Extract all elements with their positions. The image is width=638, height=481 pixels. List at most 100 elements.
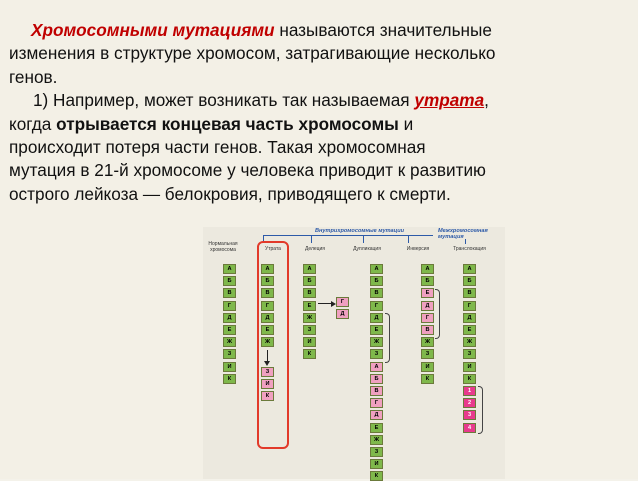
header-intrachromosomal: Внутрихромосомные мутации	[315, 228, 405, 234]
chromosome-segment: В	[223, 288, 236, 299]
chromosome-segment: 4	[463, 422, 476, 433]
chromosome-segment: В	[421, 325, 434, 335]
chromosome-segment: З	[303, 325, 316, 335]
label-duplication: Дупликация	[353, 246, 381, 252]
chromosome-segment: К	[303, 349, 316, 360]
term-loss: утрата	[414, 90, 485, 111]
chromosome-segment: Е	[261, 325, 274, 335]
chromosome-segment: Г	[463, 300, 476, 311]
chromosome-segment: К	[421, 373, 434, 384]
bracket-tick	[408, 235, 409, 243]
chromosome-segment: Д	[261, 312, 274, 323]
chromosome-segment: Б	[223, 276, 236, 287]
text-span: когда	[9, 113, 57, 134]
brace-translocation	[478, 386, 483, 434]
paragraph-definition-line2: изменения в структуре хромосом, затрагив…	[9, 43, 496, 64]
chromosome-segment: Ж	[303, 312, 316, 323]
chromosome-segment: Г	[421, 312, 434, 323]
arrow-right	[318, 303, 334, 304]
chromosome-segment: И	[261, 379, 274, 390]
text-span: называются значительные	[274, 20, 492, 40]
chromosome-segment: З	[223, 349, 236, 360]
bracket-line	[263, 235, 433, 236]
chromosome-segment: Ж	[261, 337, 274, 348]
brace-inversion	[435, 289, 440, 339]
chromosome-segment: Ж	[463, 337, 476, 348]
bracket-tick	[311, 235, 312, 243]
chromosome-segment: В	[463, 288, 476, 299]
chromosome-segment: К	[370, 471, 383, 481]
text-span: и	[398, 113, 414, 134]
chromosome-segment: Ж	[370, 434, 383, 445]
chromosome-segment: Ж	[421, 337, 434, 348]
chromosome-segment: 2	[463, 398, 476, 409]
chromosome-segment: Б	[421, 276, 434, 287]
bracket-tick	[465, 239, 466, 244]
chromosome-segment: В	[303, 288, 316, 299]
label-loss: Утрата	[265, 246, 281, 252]
label-deletion: Делеция	[304, 246, 326, 252]
chromosome-segment: З	[370, 447, 383, 457]
paragraph-definition-line3: генов.	[9, 66, 58, 87]
chromosome-segment: Е	[303, 300, 316, 311]
chromosome-segment: Е	[223, 325, 236, 335]
chromosome-segment: И	[463, 361, 476, 372]
arrow-head	[264, 361, 270, 366]
chromosome-segment: 3	[463, 410, 476, 421]
chromosome-segment: Б	[463, 276, 476, 287]
chromosome-segment: А	[223, 264, 236, 274]
term-chromosomal-mutations: Хромосомными мутациями	[31, 20, 275, 40]
chromosome-segment: Г	[370, 300, 383, 311]
chromosome-segment: Ж	[370, 337, 383, 348]
chromosome-segment: Г	[223, 300, 236, 311]
chromosome-segment: Д	[421, 300, 434, 311]
chromosome-segment: Е	[370, 422, 383, 433]
bold-phrase: отрывается концевая часть хромосомы	[56, 113, 399, 134]
chromosome-segment: Е	[370, 325, 383, 335]
slide-text: Хромосомными мутациями называются значит…	[9, 19, 629, 206]
paragraph-example-line3: происходит потеря части генов. Такая хро…	[9, 137, 426, 158]
brace-duplication	[385, 313, 390, 363]
paragraph-example-line4: мутация в 21-й хромосоме у человека прив…	[9, 160, 486, 181]
chromosome-segment: А	[421, 264, 434, 274]
bracket-tick	[363, 235, 364, 243]
chromosome-segment: И	[303, 337, 316, 348]
chromosome-segment: К	[223, 373, 236, 384]
label-translocation: Транслокация	[453, 246, 486, 252]
chromosome-segment: И	[370, 459, 383, 470]
label-normal: Нормальная хромосома	[208, 241, 238, 253]
chromosome-segment: Б	[261, 276, 274, 287]
chromosome-segment: З	[463, 349, 476, 360]
label-inversion: Инверсия	[406, 246, 430, 252]
chromosome-segment: Б	[303, 276, 316, 287]
chromosome-segment: К	[463, 373, 476, 384]
paragraph-example-line2: когда отрывается концевая часть хромосом…	[9, 113, 629, 136]
chromosome-segment: А	[463, 264, 476, 274]
chromosome-segment: В	[370, 288, 383, 299]
bracket-tick	[263, 235, 264, 243]
chromosome-segment: Е	[421, 288, 434, 299]
chromosome-segment: Г	[261, 300, 274, 311]
chromosome-segment: Д	[370, 410, 383, 421]
chromosome-segment: Е	[463, 325, 476, 335]
chromosome-segment: З	[421, 349, 434, 360]
arrow-down	[267, 350, 268, 364]
chromosome-segment: Д	[370, 312, 383, 323]
chromosome-segment: А	[303, 264, 316, 274]
chromosome-segment: Д	[463, 312, 476, 323]
chromosome-segment: Д	[336, 309, 349, 320]
chromosome-segment: Б	[370, 373, 383, 384]
chromosome-segment: З	[370, 349, 383, 360]
chromosome-segment: И	[421, 361, 434, 372]
chromosome-segment: А	[261, 264, 274, 274]
paragraph-example-line5: острого лейкоза — белокровия, приводящег…	[9, 183, 451, 204]
chromosome-segment: В	[261, 288, 274, 299]
mutation-diagram: Внутрихромосомные мутации Межхромосомная…	[203, 227, 505, 481]
chromosome-segment: В	[370, 386, 383, 396]
header-interchromosomal: Межхромосомная мутация	[438, 228, 488, 240]
paragraph-definition: Хромосомными мутациями называются значит…	[9, 19, 629, 42]
chromosome-segment: Б	[370, 276, 383, 287]
text-span: ,	[484, 90, 489, 111]
chromosome-segment: 1	[463, 386, 476, 396]
